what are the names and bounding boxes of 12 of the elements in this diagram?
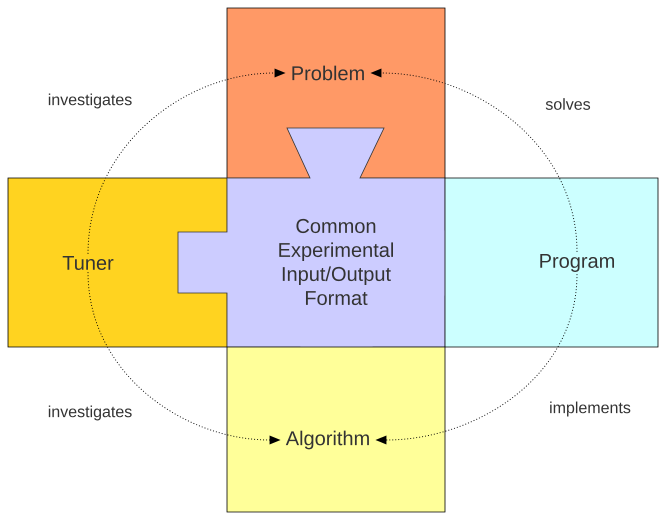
edge-label: investigates: [46, 92, 134, 110]
program-box: Program: [444, 178, 658, 348]
arrow: [88, 68, 286, 254]
edge-label: solves: [544, 97, 592, 111]
arrow: [370, 68, 578, 252]
edge-label: implements: [548, 400, 632, 418]
arrow: [88, 272, 281, 444]
algorithm-box: Algorithm: [226, 346, 446, 512]
arrow: [375, 274, 578, 444]
tuner-box: Tuner: [8, 178, 228, 348]
problem-box: Problem: [226, 8, 446, 178]
edge-label: investigates: [46, 404, 134, 422]
